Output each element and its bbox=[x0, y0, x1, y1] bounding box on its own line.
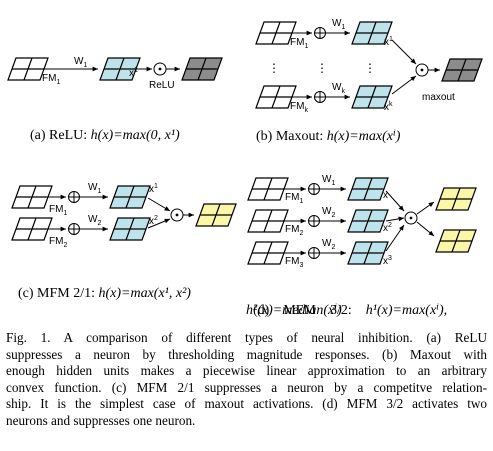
subcaption-d: (d) MFM 3/2: h¹(x)=max(xⁱ), bbox=[253, 303, 448, 318]
panel-d-mfm32: FM1 W1 x FM2 W2 x2 FM3 W2 x3 bbox=[247, 174, 477, 269]
label-fm2: FM2 bbox=[49, 236, 67, 249]
panel-b-maxout: FM1 W1 x1 ⋮ ⋮ ⋮ FMk Wk xk maxout bbox=[255, 18, 483, 114]
caption-line: convex function. (c) MFM 2/1 suppresses … bbox=[6, 379, 487, 395]
label-relu: ReLU bbox=[149, 80, 175, 91]
activation-op-icon bbox=[153, 62, 167, 76]
figure-caption: Fig. 1. A comparison of different types … bbox=[6, 330, 487, 430]
feature-map-input-3 bbox=[247, 241, 289, 265]
label-fm2: FM2 bbox=[285, 224, 303, 237]
label-w1: W1 bbox=[332, 18, 345, 31]
sum-op-icon bbox=[314, 91, 326, 103]
feature-map-input-1 bbox=[247, 177, 289, 201]
max-op-icon bbox=[170, 208, 184, 222]
feature-map-output-1 bbox=[435, 187, 477, 211]
label-fm1: FM1 bbox=[49, 204, 67, 217]
label-w1: W1 bbox=[322, 174, 335, 187]
sum-op-icon bbox=[314, 27, 326, 39]
figure-diagram: FM1 W1 x1 ReLU FM1 W1 x1 ⋮ ⋮ ⋮ FMk Wk xk bbox=[7, 18, 483, 269]
label-w2: W2 bbox=[322, 238, 335, 251]
panel-a-relu: FM1 W1 x1 ReLU bbox=[7, 56, 223, 91]
feature-map-conv-2 bbox=[347, 209, 389, 233]
arrow bbox=[385, 216, 405, 222]
sum-op-icon bbox=[68, 191, 80, 203]
label-fm3: FM3 bbox=[285, 256, 303, 269]
caption-line: Fig. 1. A comparison of different types … bbox=[6, 330, 487, 345]
arrow bbox=[147, 197, 171, 212]
label-w2: W2 bbox=[88, 214, 101, 227]
label-w1: W1 bbox=[88, 182, 101, 195]
arrow bbox=[416, 201, 435, 215]
panel-c-mfm21: FM1 W1 x1 FM2 W2 x2 bbox=[11, 182, 237, 249]
feature-map-input-2 bbox=[247, 209, 289, 233]
ellipsis: ⋮ bbox=[268, 61, 280, 75]
sum-op-icon bbox=[308, 215, 320, 227]
feature-map-conv-1 bbox=[109, 185, 151, 209]
feature-map-conv-3 bbox=[347, 241, 389, 265]
label-w1: W1 bbox=[74, 56, 87, 69]
caption-line: neurons and suppresses one neuron. bbox=[6, 412, 196, 428]
feature-map-conv-1 bbox=[347, 177, 389, 201]
label-x1: x1 bbox=[129, 67, 138, 79]
arrow bbox=[385, 224, 405, 252]
ellipsis: ⋮ bbox=[316, 61, 328, 75]
arrow bbox=[385, 190, 405, 212]
sum-op-icon bbox=[68, 223, 80, 235]
label-fm1: FM1 bbox=[290, 37, 308, 50]
feature-map-input-2 bbox=[11, 217, 53, 241]
sum-op-icon bbox=[308, 183, 320, 195]
label-x1: x1 bbox=[149, 183, 158, 195]
feature-map-output-2 bbox=[435, 229, 477, 253]
label-fm1: FM1 bbox=[285, 192, 303, 205]
caption-line: suppresses a neuron by thresholding magn… bbox=[6, 346, 487, 362]
arrow bbox=[416, 221, 435, 237]
sum-op-icon bbox=[308, 247, 320, 259]
feature-map-conv-2 bbox=[109, 217, 151, 241]
subcaption-c: (c) MFM 2/1: h(x)=max(x¹, x²) bbox=[18, 286, 191, 301]
label-maxout: maxout bbox=[422, 92, 455, 103]
mfm-op-icon bbox=[404, 211, 418, 225]
label-x1: x bbox=[383, 190, 388, 201]
label-x1: x1 bbox=[384, 36, 393, 48]
arrow bbox=[147, 218, 171, 229]
label-wk: Wk bbox=[332, 82, 345, 95]
label-x3: x3 bbox=[383, 255, 392, 267]
label-fm1: FM1 bbox=[42, 73, 60, 86]
label-x2: x2 bbox=[149, 215, 158, 227]
max-op-icon bbox=[415, 63, 429, 77]
feature-map-output bbox=[195, 203, 237, 227]
caption-line: ship. It is the simplest case of maxout … bbox=[6, 396, 487, 412]
feature-map-output bbox=[181, 57, 223, 81]
feature-map-output bbox=[441, 58, 483, 82]
arrow bbox=[391, 39, 417, 65]
subcaption-d-line2: h²(x)=median(xⁱ) bbox=[246, 303, 342, 318]
subcaption-b: (b) Maxout: h(x)=max(xⁱ) bbox=[256, 129, 401, 144]
ellipsis: ⋮ bbox=[364, 61, 376, 75]
feature-map-input-1 bbox=[11, 185, 53, 209]
label-xk: xk bbox=[384, 101, 393, 113]
caption-line: enough hidden units makes a piecewise li… bbox=[6, 363, 487, 379]
subcaption-a: (a) ReLU: h(x)=max(0, x¹) bbox=[30, 128, 180, 143]
label-fmk: FMk bbox=[290, 101, 308, 114]
arrow bbox=[391, 75, 417, 95]
label-w2: W2 bbox=[322, 206, 335, 219]
label-x2: x2 bbox=[383, 222, 392, 234]
